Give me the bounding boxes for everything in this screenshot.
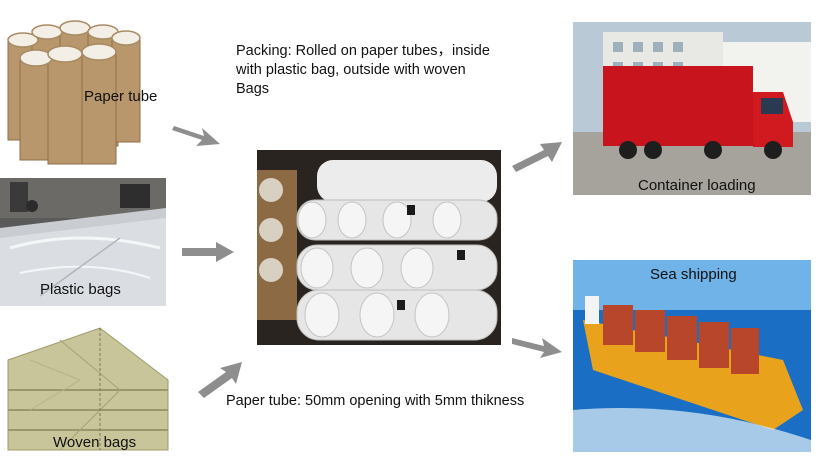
arrow-right-down-icon [172,126,220,146]
sea-shipping-label: Sea shipping [650,266,737,283]
packing-line-1: Packing: Rolled on paper tubes，inside [236,43,490,59]
arrow-down-right-icon [512,338,562,358]
paper-tube-label: Paper tube [84,88,158,105]
sea-shipping-photo [573,260,811,452]
container-loading-photo [573,22,811,195]
paper-tube-photo [0,18,146,168]
paper-tube-spec: Paper tube: 50mm opening with 5mm thikne… [226,393,525,409]
packing-description: Packing: Rolled on paper tubes，inside wi… [236,42,490,99]
arrow-up-right-icon [512,142,562,172]
container-loading-label: Container loading [638,177,756,194]
packing-line-2: with plastic bag, outside with woven [236,62,466,78]
plastic-bags-photo [0,178,166,306]
arrow-right-up-icon [198,362,242,398]
woven-bags-photo [0,320,172,452]
arrow-right-icon [182,242,234,262]
plastic-bags-label: Plastic bags [40,281,121,298]
packing-line-3: Bags [236,81,270,97]
packed-rolls-photo [257,150,501,345]
woven-bags-label: Woven bags [53,434,137,451]
